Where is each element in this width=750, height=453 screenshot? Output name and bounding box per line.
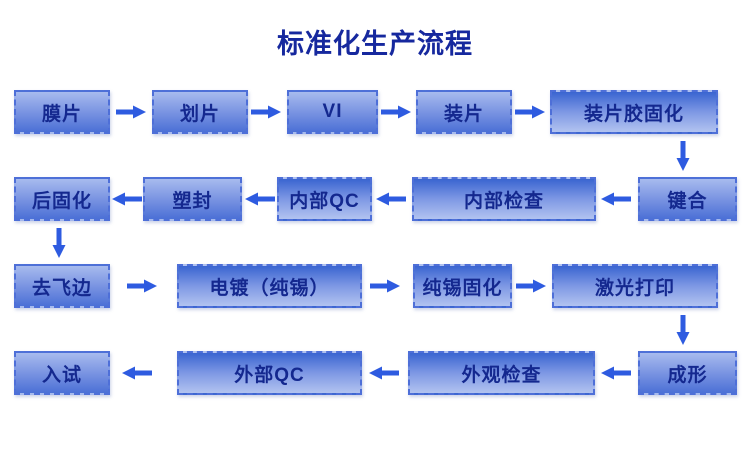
arrow-left-icon [601,366,631,380]
step-internal-qc: 内部QC [277,177,372,221]
arrow-right-icon [127,279,157,293]
step-membrane: 膜片 [14,90,110,134]
arrow-right-icon [370,279,400,293]
step-die-attach: 装片 [416,90,512,134]
arrow-down-icon [676,141,690,171]
step-external-qc: 外部QC [177,351,362,395]
step-plating-pure-tin: 电镀（纯锡） [177,264,362,308]
arrow-left-icon [369,366,399,380]
arrow-down-icon [52,228,66,258]
step-visual-inspection: 外观检查 [408,351,595,395]
step-test-in: 入试 [14,351,110,395]
step-post-cure: 后固化 [14,177,110,221]
arrow-left-icon [376,192,406,206]
arrow-right-icon [515,105,545,119]
step-bonding: 键合 [638,177,737,221]
step-laser-mark: 激光打印 [552,264,718,308]
arrow-left-icon [245,192,275,206]
arrow-left-icon [122,366,152,380]
step-deflash: 去飞边 [14,264,110,308]
step-internal-inspection: 内部检查 [412,177,596,221]
arrow-right-icon [516,279,546,293]
arrow-left-icon [112,192,142,206]
arrow-right-icon [381,105,411,119]
step-vi: VI [287,90,378,134]
page-title: 标准化生产流程 [277,29,473,59]
step-die-attach-cure: 装片胶固化 [550,90,718,134]
arrow-right-icon [251,105,281,119]
arrow-right-icon [116,105,146,119]
step-molding: 塑封 [143,177,242,221]
arrow-left-icon [601,192,631,206]
step-forming: 成形 [638,351,737,395]
step-dicing: 划片 [152,90,248,134]
step-pure-tin-cure: 纯锡固化 [413,264,512,308]
arrow-down-icon [676,315,690,345]
